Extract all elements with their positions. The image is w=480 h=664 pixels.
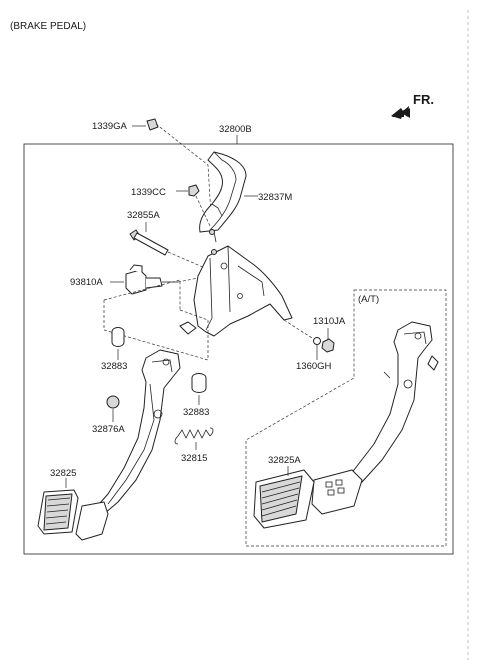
pivot-bolt-32855A: [129, 229, 169, 256]
label-32800B: 32800B: [219, 124, 252, 135]
return-spring-32815: [174, 427, 214, 445]
at-group-frame: [245, 289, 447, 547]
label-1339GA: 1339GA: [92, 121, 128, 132]
label-32883-right: 32883: [183, 407, 209, 418]
bracket-cover-32837M: [199, 151, 247, 233]
dash-32855A: [167, 251, 206, 269]
front-direction-label: FR.: [413, 92, 434, 107]
pedal-pad-32825A: [253, 469, 315, 529]
label-32825: 32825: [50, 468, 76, 479]
stop-lamp-switch-93810A: [125, 264, 178, 295]
washer-1360GH: [313, 337, 321, 345]
pedal-bracket-assembly: [179, 229, 293, 337]
label-32876A: 32876A: [92, 424, 125, 435]
label-1339CC: 1339CC: [131, 187, 166, 198]
label-32815: 32815: [181, 453, 207, 464]
dash-bracket-nut: [283, 319, 313, 339]
dash-1339CC: [195, 195, 211, 227]
stopper-32876A: [106, 395, 120, 409]
clip-1339GA: [146, 118, 159, 131]
label-32825A: 32825A: [268, 455, 301, 466]
label-1310JA: 1310JA: [313, 316, 346, 327]
label-32855A: 32855A: [127, 210, 160, 221]
dash-93810A: [177, 277, 199, 283]
nut-1339CC: [188, 184, 200, 197]
brake-pedal-arm: [75, 349, 181, 541]
nut-1310JA: [321, 338, 335, 353]
bushing-32883-right: [191, 373, 207, 393]
front-direction-arrow-icon: [391, 106, 410, 119]
bushing-32883-left: [111, 327, 125, 347]
label-32883-left: 32883: [101, 361, 127, 372]
label-1360GH: 1360GH: [296, 361, 332, 372]
label-32837M: 32837M: [258, 192, 292, 203]
at-group-label: (A/T): [358, 294, 379, 305]
at-brake-pedal-arm: [333, 321, 439, 491]
label-93810A: 93810A: [70, 277, 103, 288]
guide-lines-pedal: [103, 279, 209, 361]
assembly-frame: [23, 143, 454, 555]
at-pedal-mount-plate: [311, 469, 363, 515]
page-title: (BRAKE PEDAL): [10, 21, 86, 32]
pedal-pad-32825: [37, 489, 79, 535]
